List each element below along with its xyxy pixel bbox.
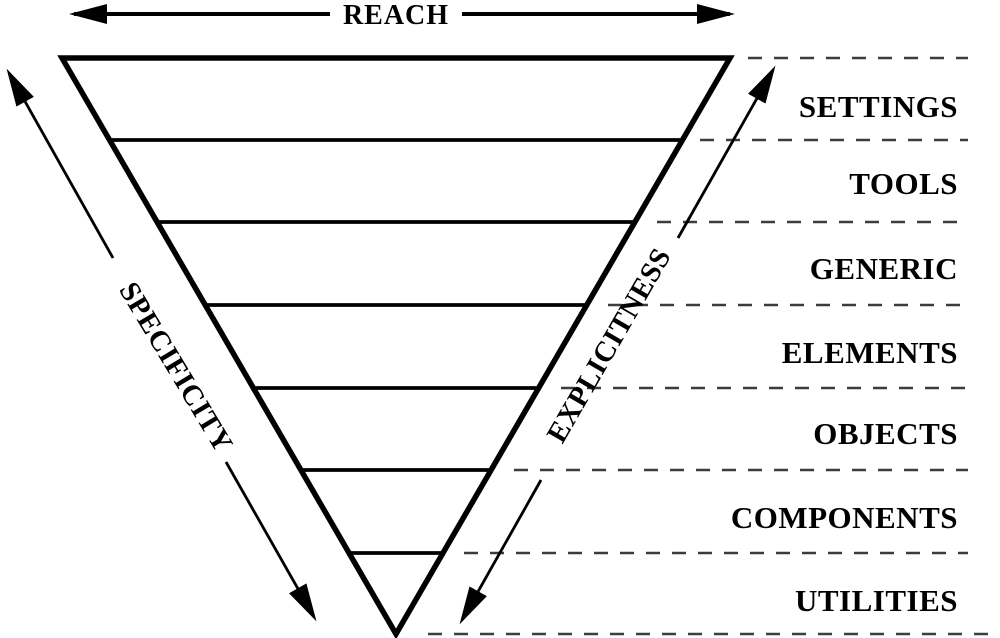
specificity-arrow-lower-segment [224, 461, 317, 622]
layer-label-utilities: UTILITIES [795, 583, 958, 618]
dashed-guide-lines [428, 56, 992, 636]
layer-label-elements: ELEMENTS [782, 335, 958, 370]
layer-labels: SETTINGS TOOLS GENERIC ELEMENTS OBJECTS … [731, 89, 958, 618]
reach-axis-label: REACH [343, 0, 449, 31]
inverted-triangle-outline [57, 55, 735, 638]
explicitness-arrow-upper-segment [676, 65, 776, 239]
explicitness-arrow [459, 65, 776, 625]
layer-label-generic: GENERIC [810, 251, 958, 286]
layer-label-objects: OBJECTS [813, 416, 958, 451]
layer-label-settings: SETTINGS [799, 89, 958, 124]
layer-divider-lines [109, 138, 683, 555]
layer-label-tools: TOOLS [849, 166, 958, 201]
specificity-arrow [6, 68, 317, 622]
layer-label-components: COMPONENTS [731, 500, 958, 535]
specificity-arrow-upper-segment [6, 68, 115, 259]
explicitness-arrow-lower-segment [459, 479, 543, 625]
